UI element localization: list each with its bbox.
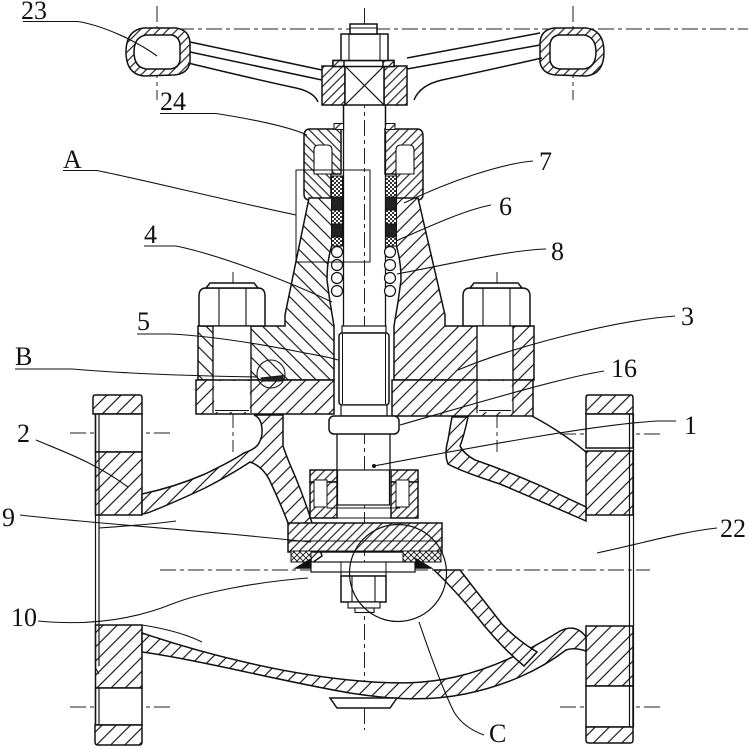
svg-text:1: 1 [684,411,697,440]
svg-text:3: 3 [681,302,694,331]
svg-text:7: 7 [539,147,552,176]
svg-text:10: 10 [11,603,37,632]
svg-text:5: 5 [137,307,150,336]
svg-text:8: 8 [551,237,564,266]
svg-text:16: 16 [611,354,637,383]
svg-text:6: 6 [499,192,512,221]
svg-text:23: 23 [21,0,47,25]
svg-text:9: 9 [2,503,15,532]
svg-text:22: 22 [720,514,746,543]
svg-text:24: 24 [160,87,186,116]
svg-text:B: B [15,342,32,371]
svg-text:4: 4 [144,220,157,249]
svg-text:C: C [489,719,506,748]
svg-text:2: 2 [17,419,30,448]
svg-text:A: A [63,145,82,174]
